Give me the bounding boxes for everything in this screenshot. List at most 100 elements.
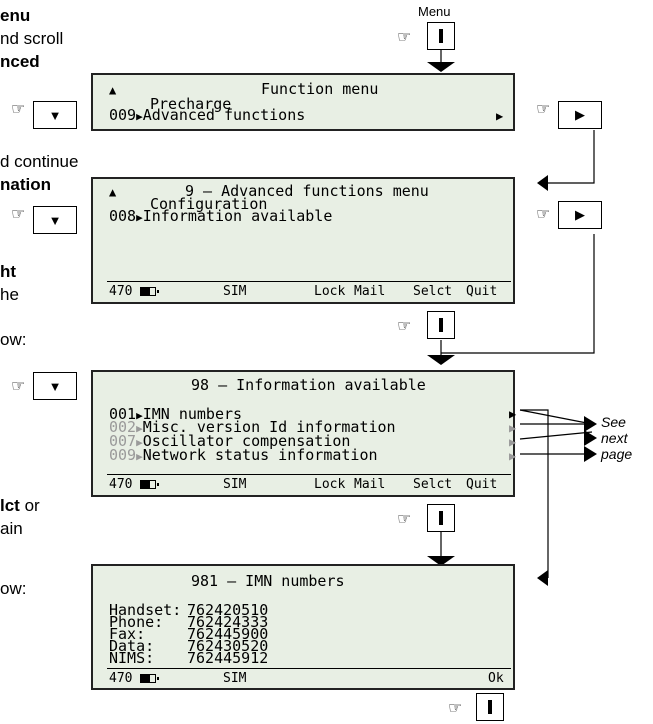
screen2-title: 9 – Advanced functions menu	[185, 182, 429, 200]
screen3-item-network[interactable]: 009▶Network status information	[109, 446, 378, 464]
down-button[interactable]: ▼	[33, 372, 77, 400]
left-text-menu: enu	[0, 6, 31, 25]
triangle-right-icon: ▶	[575, 207, 585, 222]
screen-advanced-functions-menu: ▲ 9 – Advanced functions menu Configurat…	[91, 177, 515, 304]
left-text-information: nation	[0, 175, 51, 194]
triangle-right-icon: ▶	[575, 107, 585, 122]
pointing-finger-icon: ☞	[397, 29, 412, 46]
triangle-right-icon: ▶	[136, 409, 143, 422]
screen3-title: 98 – Information available	[191, 376, 426, 394]
softkey-divider	[107, 668, 511, 669]
softkey-divider	[107, 474, 511, 475]
left-text-selct-or: lct or	[0, 496, 40, 516]
left-text-selct: lct	[0, 496, 20, 515]
softkey-sim[interactable]: SIM	[223, 284, 247, 299]
pointing-finger-icon: ☞	[536, 206, 551, 223]
screen3-item-imn[interactable]: 001▶IMN numbers	[109, 405, 243, 423]
pointing-finger-icon: ☞	[448, 700, 463, 717]
screen2-prev-item: Configuration	[150, 195, 268, 213]
triangle-right-icon: ▶	[136, 450, 143, 463]
softkey-sim[interactable]: SIM	[223, 671, 247, 686]
left-text-again: ain	[0, 519, 23, 538]
softkey-mail[interactable]: Mail	[354, 477, 386, 492]
screen3-item-misc[interactable]: 002▶Misc. version Id information	[109, 418, 396, 436]
pointing-finger-icon: ☞	[397, 318, 412, 335]
screen1-prev-item: Precharge	[150, 95, 232, 113]
softkey-mail[interactable]: Mail	[354, 284, 386, 299]
left-text-or: or	[19, 496, 40, 515]
menu-button[interactable]	[427, 22, 455, 50]
right-button[interactable]: ▶	[558, 201, 602, 229]
imn-row: NIMS:762445912	[109, 649, 269, 667]
imn-row: Phone:762424333	[109, 613, 269, 631]
screen2-current-num: 008	[109, 207, 137, 225]
menu-button-label: Menu	[418, 4, 451, 19]
softkey-lock[interactable]: Lock	[314, 477, 346, 492]
left-text-right: ht	[0, 262, 17, 281]
screen4-title: 981 – IMN numbers	[191, 572, 345, 590]
pointing-finger-icon: ☞	[11, 378, 26, 395]
screen2-current-item: 008▶Information available	[109, 209, 332, 225]
triangle-right-icon: ▶	[509, 407, 517, 421]
triangle-down-icon: ▼	[48, 212, 62, 228]
triangle-right-icon: ▶	[509, 449, 517, 463]
left-text-as-follows-2: ow:	[0, 579, 27, 598]
see-next-page: See next page	[601, 414, 633, 462]
select-button[interactable]	[427, 311, 455, 339]
left-text-scroll: nd scroll	[0, 29, 64, 48]
pointing-finger-icon: ☞	[11, 101, 26, 118]
imn-row: Handset:762420510	[109, 601, 269, 619]
pointing-finger-icon: ☞	[536, 101, 551, 118]
vertical-bar-icon	[439, 511, 443, 525]
screen-function-menu: ▲ Function menu Precharge 009▶Advanced f…	[91, 73, 515, 131]
vertical-bar-icon	[488, 700, 492, 714]
softkey-quit[interactable]: Quit	[466, 284, 498, 299]
select-button[interactable]	[427, 504, 455, 532]
right-button[interactable]: ▶	[558, 101, 602, 129]
triangle-down-icon: ▼	[48, 107, 62, 123]
select-button[interactable]	[476, 693, 504, 721]
battery-icon	[140, 287, 160, 296]
screen2-current-label: Information available	[142, 207, 333, 225]
softkey-lock[interactable]: Lock	[314, 284, 346, 299]
vertical-bar-icon	[439, 29, 443, 43]
battery-icon	[140, 674, 160, 683]
triangle-up-icon: ▲	[109, 185, 117, 199]
screen-information-available: 98 – Information available 001▶IMN numbe…	[91, 370, 517, 497]
screen1-current-label: Advanced functions	[142, 106, 306, 124]
left-text-the: he	[0, 285, 19, 304]
triangle-right-icon: ▶	[136, 436, 143, 449]
triangle-down-icon: ▼	[48, 378, 62, 394]
left-text-continue: d continue	[0, 152, 79, 171]
softkey-selct[interactable]: Selct	[413, 284, 453, 299]
screen1-title: Function menu	[261, 80, 379, 98]
softkey-selct[interactable]: Selct	[413, 477, 453, 492]
left-text-advanced: nced	[0, 52, 40, 71]
left-text-as-follows-1: ow:	[0, 330, 27, 349]
softkey-ok[interactable]: Ok	[488, 671, 504, 686]
triangle-right-icon: ▶	[136, 110, 143, 123]
softkey-470: 470	[109, 285, 160, 299]
triangle-right-icon: ▶	[509, 435, 517, 449]
softkey-quit[interactable]: Quit	[466, 477, 498, 492]
softkey-470: 470	[109, 672, 160, 686]
softkey-divider	[107, 281, 511, 282]
vertical-bar-icon	[439, 318, 443, 332]
imn-row: Data:762430520	[109, 637, 269, 655]
pointing-finger-icon: ☞	[397, 511, 412, 528]
screen1-current-item: 009▶Advanced functions	[109, 108, 305, 124]
down-button[interactable]: ▼	[33, 101, 77, 129]
triangle-right-icon: ▶	[509, 421, 517, 435]
screen-imn-numbers: 981 – IMN numbers Handset:762420510 Phon…	[91, 564, 515, 690]
pointing-finger-icon: ☞	[11, 206, 26, 223]
softkey-sim[interactable]: SIM	[223, 477, 247, 492]
triangle-up-icon: ▲	[109, 83, 117, 97]
screen3-item-oscillator[interactable]: 007▶Oscillator compensation	[109, 432, 351, 450]
screen1-current-num: 009	[109, 106, 137, 124]
down-button[interactable]: ▼	[33, 206, 77, 234]
triangle-right-icon: ▶	[136, 211, 143, 224]
softkey-470: 470	[109, 478, 160, 492]
triangle-right-icon: ▶	[136, 422, 143, 435]
triangle-right-icon: ▶	[496, 109, 504, 123]
